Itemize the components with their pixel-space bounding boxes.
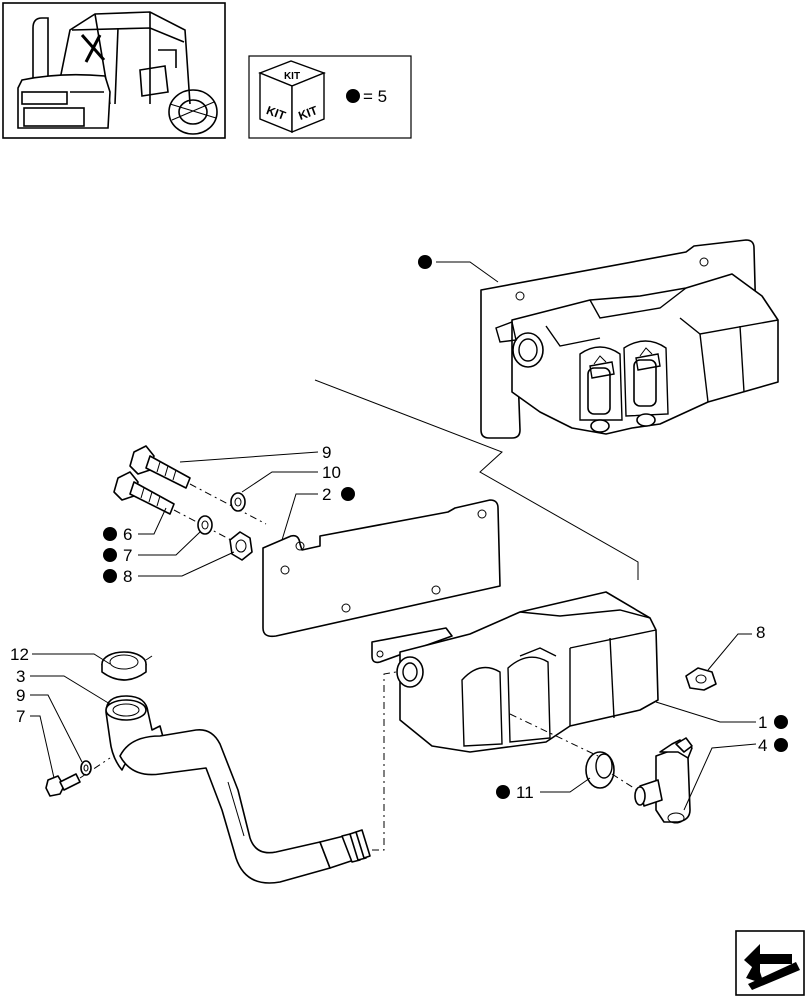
bolt-9-top	[129, 445, 191, 489]
callout-9-bottom: 9	[16, 686, 25, 705]
nut-8	[229, 531, 253, 561]
callout-7-bottom: 7	[16, 707, 25, 726]
callout-1-bullet	[774, 715, 788, 729]
nut-8-right	[685, 667, 717, 691]
assembly-kit-bullet	[418, 255, 432, 269]
callout-6-bullet	[103, 527, 117, 541]
washer-10	[230, 492, 246, 512]
kit-left-label: KIT	[265, 103, 289, 123]
callout-7: 7	[123, 546, 132, 565]
pump-top-left	[587, 355, 615, 433]
next-page-button[interactable]	[735, 930, 805, 996]
kit-right-label: KIT	[297, 103, 321, 123]
callout-10: 10	[322, 463, 341, 482]
bolt-6	[113, 471, 175, 515]
callout-2-bullet	[341, 487, 355, 501]
kit-legend-text: = 5	[363, 87, 387, 106]
kit-top-label: KIT	[284, 71, 300, 82]
callout-8-right: 8	[756, 623, 765, 642]
mounting-bracket	[262, 499, 501, 638]
tractor-cab-icon	[17, 11, 218, 135]
grommet-11	[585, 751, 615, 789]
callout-12: 12	[10, 645, 29, 664]
kit-cube-icon: KIT KIT KIT	[258, 60, 326, 134]
kit-legend-box: KIT KIT KIT = 5	[248, 55, 412, 139]
filler-neck-and-hose	[105, 695, 371, 884]
callout-11: 11	[516, 783, 534, 802]
pump-top-right	[633, 347, 661, 427]
washer-9-bottom	[80, 760, 92, 776]
callout-4: 4	[758, 736, 767, 755]
callout-6: 6	[123, 525, 132, 544]
filler-cap-12	[101, 651, 153, 681]
bolt-7-bottom	[45, 773, 81, 797]
callout-8: 8	[123, 567, 132, 586]
reservoir-assembly-top	[418, 239, 779, 439]
callout-2: 2	[322, 485, 331, 504]
callout-9-top: 9	[322, 443, 331, 462]
tractor-thumbnail[interactable]	[2, 2, 226, 139]
next-page-arrow-icon	[744, 944, 800, 990]
callout-7-bullet	[103, 548, 117, 562]
callout-3: 3	[16, 667, 25, 686]
washer-7	[197, 515, 213, 535]
callout-8-bullet	[103, 569, 117, 583]
callout-4-bullet	[774, 738, 788, 752]
washer-pump-4	[634, 737, 693, 824]
callout-11-bullet	[496, 785, 510, 799]
kit-bullet-icon	[346, 89, 360, 103]
callout-1: 1	[758, 713, 767, 732]
washer-fluid-reservoir	[371, 591, 659, 753]
